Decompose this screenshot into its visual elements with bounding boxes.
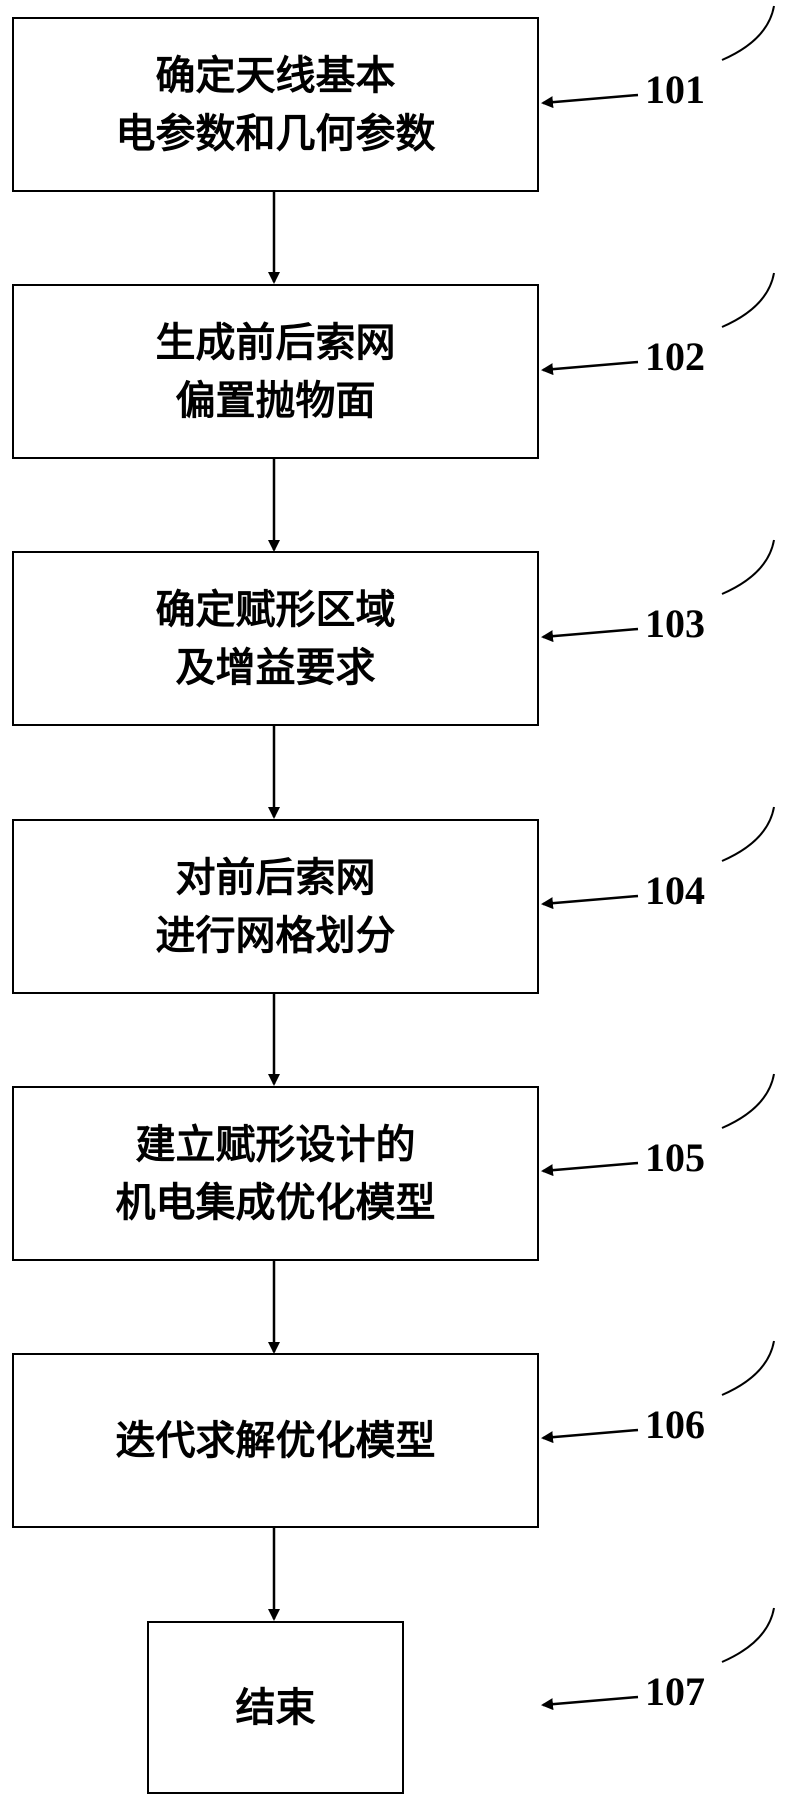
step-102-line-1: 生成前后索网 (155, 318, 396, 366)
step-102-line-2: 偏置抛物面 (175, 376, 376, 424)
ref-number-106: 106 (645, 1402, 705, 1447)
step-box-106: 迭代求解优化模型 (12, 1353, 539, 1528)
ref-number-107: 107 (645, 1669, 705, 1714)
step-103-line-1: 确定赋形区域 (155, 585, 396, 633)
ref-curve-103 (721, 539, 775, 595)
ref-curve-107 (721, 1607, 775, 1663)
ref-curve-102 (721, 272, 775, 328)
step-103-line-2: 及增益要求 (175, 643, 376, 691)
step-101-line-1: 确定天线基本 (155, 51, 396, 99)
step-105-line-1: 建立赋形设计的 (135, 1120, 416, 1168)
ref-arrow-104 (541, 894, 639, 910)
ref-number-105: 105 (645, 1135, 705, 1180)
step-box-101: 确定天线基本 电参数和几何参数 (12, 17, 539, 192)
ref-arrow-102 (541, 360, 639, 376)
step-box-107: 结束 (147, 1621, 404, 1794)
ref-arrow-101 (541, 93, 639, 109)
ref-curve-104 (721, 806, 775, 862)
step-box-103: 确定赋形区域 及增益要求 (12, 551, 539, 726)
ref-curve-105 (721, 1073, 775, 1129)
ref-number-101: 101 (645, 67, 705, 112)
step-box-102: 生成前后索网 偏置抛物面 (12, 284, 539, 459)
step-101-line-2: 电参数和几何参数 (115, 109, 436, 157)
step-104-line-1: 对前后索网 (175, 853, 376, 901)
ref-arrow-103 (541, 627, 639, 643)
ref-arrow-106 (541, 1428, 639, 1444)
step-104-line-2: 进行网格划分 (155, 911, 396, 959)
ref-curve-106 (721, 1340, 775, 1396)
step-106-line-1: 迭代求解优化模型 (115, 1416, 436, 1464)
ref-number-103: 103 (645, 601, 705, 646)
ref-arrow-107 (541, 1695, 639, 1711)
step-105-line-2: 机电集成优化模型 (115, 1178, 436, 1226)
step-107-line-1: 结束 (235, 1683, 316, 1731)
step-box-105: 建立赋形设计的 机电集成优化模型 (12, 1086, 539, 1261)
step-box-104: 对前后索网 进行网格划分 (12, 819, 539, 994)
ref-number-102: 102 (645, 334, 705, 379)
ref-number-104: 104 (645, 868, 705, 913)
ref-arrow-105 (541, 1161, 639, 1177)
ref-curve-101 (721, 5, 775, 61)
